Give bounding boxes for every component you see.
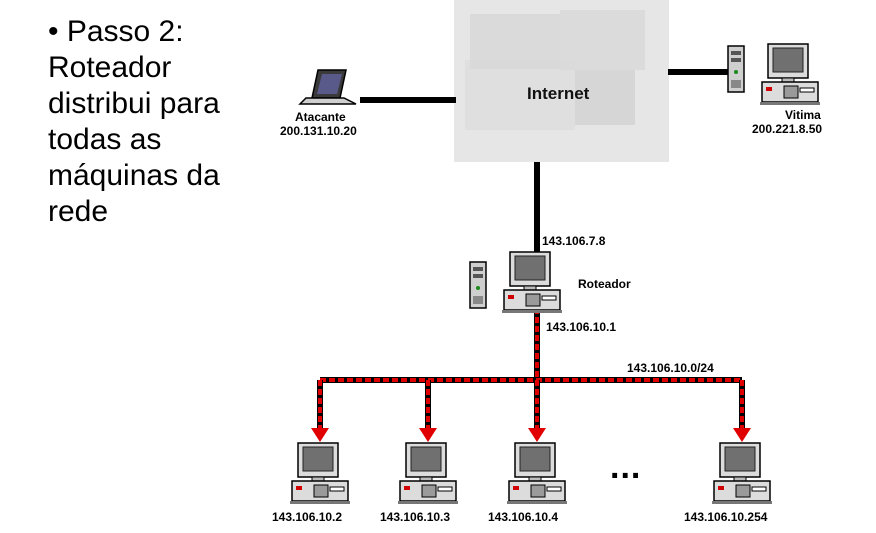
- host-ip: 143.106.10.2: [272, 510, 343, 524]
- internet-label: Internet: [527, 84, 590, 103]
- attacker-ip: 200.131.10.20: [280, 124, 357, 138]
- bullet-line: máquinas da: [48, 159, 220, 192]
- laptop-icon: [298, 69, 357, 105]
- router-wan-ip: 143.106.7.8: [542, 234, 606, 248]
- host-ip: 143.106.10.254: [684, 510, 768, 524]
- internet-cloud: [454, 0, 669, 162]
- victim-computer-icon: [727, 43, 821, 106]
- bullet-text: • Passo 2: Roteador distribui para todas…: [48, 14, 258, 230]
- router-name: Roteador: [578, 277, 631, 291]
- arrow-down-icon: [419, 428, 437, 442]
- broadcast-bus: [311, 308, 751, 442]
- host-computer-icon: [506, 442, 568, 505]
- bullet-line: Roteador: [48, 51, 172, 84]
- network-label: 143.106.10.0/24: [627, 361, 714, 375]
- host-computer-icon: [711, 442, 773, 505]
- host-ip: 143.106.10.3: [380, 510, 451, 524]
- victim-name: Vitima: [785, 108, 821, 122]
- ellipsis: ...: [610, 448, 642, 486]
- arrow-down-icon: [528, 428, 546, 442]
- host-computer-icon: [289, 442, 351, 505]
- attacker-name: Atacante: [295, 110, 346, 124]
- arrow-down-icon: [311, 428, 329, 442]
- bullet-line: • Passo 2:: [48, 15, 184, 48]
- bullet-line: rede: [48, 195, 109, 228]
- router-computer-icon: [469, 251, 563, 314]
- bullet-line: distribui para: [48, 87, 220, 120]
- host-computer-icon: [397, 442, 459, 505]
- arrow-down-icon: [733, 428, 751, 442]
- victim-ip: 200.221.8.50: [752, 122, 823, 136]
- host-ip: 143.106.10.4: [488, 510, 559, 524]
- bullet-line: todas as: [48, 123, 162, 156]
- router-lan-ip: 143.106.10.1: [546, 320, 617, 334]
